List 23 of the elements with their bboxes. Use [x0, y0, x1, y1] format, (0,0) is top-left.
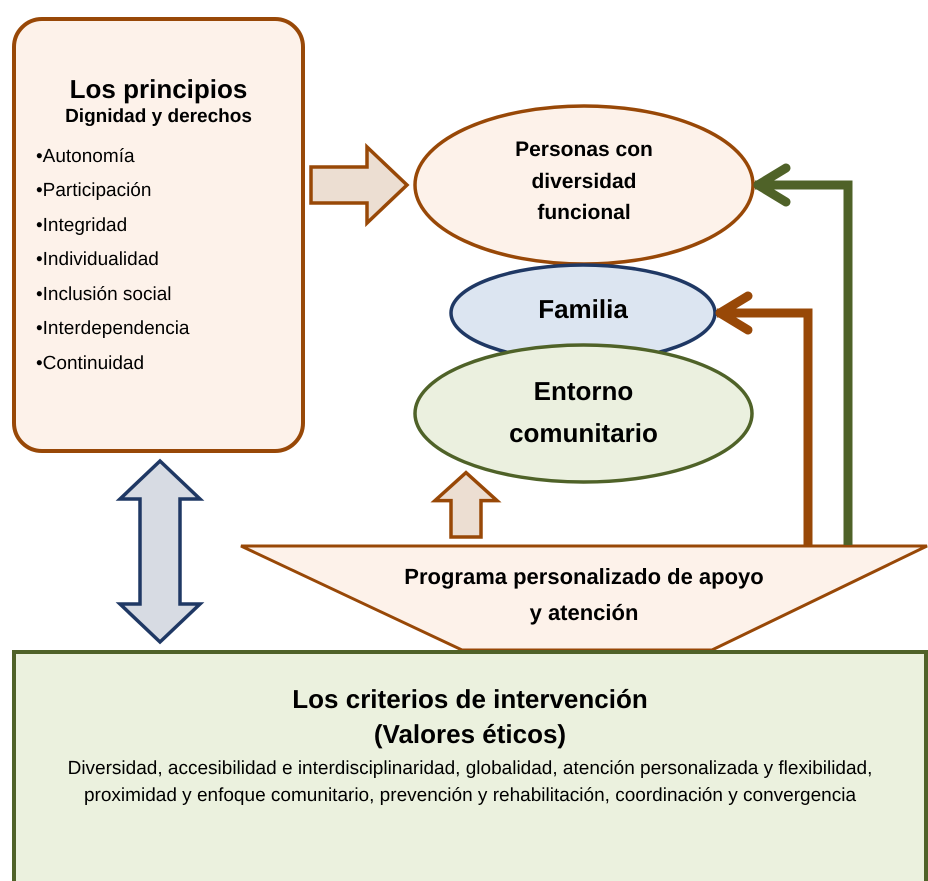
ellipse-label: Familia [537, 293, 629, 326]
ellipse-label: Personas con diversidad funcional [514, 137, 654, 226]
block-arrow [116, 458, 204, 644]
triangle-label: Programa personalizado de apoyo y atención [403, 563, 765, 628]
bullet-item: •Inclusión social [35, 282, 172, 306]
block-arrow [430, 470, 502, 539]
bullet-item: •Integridad [35, 214, 128, 238]
criteria-box [12, 650, 928, 881]
block-arrow [309, 142, 410, 228]
box-heading: Los criterios de intervención [292, 683, 648, 716]
ellipse-label: Entorno comunitario [508, 375, 659, 450]
elbow-arrow [754, 164, 852, 545]
box-subheading: Dignidad y derechos [65, 106, 252, 128]
box-subheading: (Valores éticos) [374, 718, 566, 752]
box-heading: Los principios [70, 73, 248, 106]
bullet-item: •Participación [35, 179, 152, 203]
elbow-arrow [716, 292, 812, 545]
principles-box [12, 17, 305, 453]
bullet-item: •Autonomía [35, 144, 135, 168]
bullet-item: •Individualidad [35, 248, 159, 272]
bullet-item: •Continuidad [35, 352, 144, 376]
box-body-text: Diversidad, accesibilidad e interdisciplinaridad, globalidad, atención personalizada y flexibilidad, proximidad y enfoque comunitario, prevención y rehabilitación, coordinación y convergencia [66, 757, 874, 808]
bullet-item: •Interdependencia [35, 317, 190, 341]
